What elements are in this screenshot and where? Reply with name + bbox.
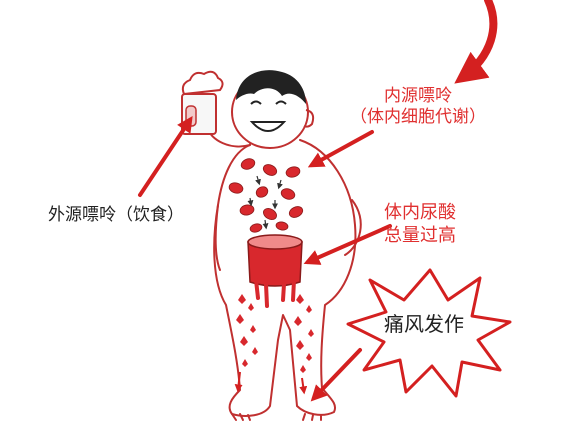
particle-arrows xyxy=(247,175,283,230)
pointer-arrows xyxy=(138,116,392,402)
uric-acid-label: 体内尿酸 总量过高 xyxy=(384,202,456,247)
arrow-gout xyxy=(310,348,362,402)
arrow-exogenous xyxy=(138,116,193,197)
endogenous-subtitle: （体内细胞代谢） xyxy=(350,107,486,128)
left-arm xyxy=(214,204,221,271)
ear xyxy=(303,109,315,128)
curved-arrow xyxy=(454,0,498,84)
endogenous-title: 内源嘌呤 xyxy=(384,86,452,106)
mouth xyxy=(249,121,287,132)
gout-attack-label: 痛风发作 xyxy=(384,312,464,336)
uric-acid-line1: 体内尿酸 xyxy=(384,202,456,223)
endogenous-purine-label: 内源嘌呤 （体内细胞代谢） xyxy=(350,86,486,129)
exogenous-purine-label: 外源嘌呤（饮食） xyxy=(48,205,184,225)
right-arm xyxy=(344,199,362,256)
beer-mug xyxy=(181,70,224,135)
uric-acid-line2: 总量过高 xyxy=(384,224,456,246)
uric-acid-vessel xyxy=(247,234,303,308)
gout-starburst xyxy=(346,268,512,398)
arrow-uric-acid xyxy=(303,224,392,265)
body-outline xyxy=(213,119,357,417)
head xyxy=(231,70,315,149)
leg-arrows xyxy=(234,371,308,395)
purine-particles xyxy=(228,158,304,233)
eye-left xyxy=(250,100,262,105)
arrow-endogenous xyxy=(307,130,374,168)
foot-left-toes xyxy=(231,413,251,421)
hair xyxy=(236,70,306,104)
eye-right xyxy=(275,100,287,105)
uric-acid-drops xyxy=(236,294,314,373)
foot-right-toes xyxy=(302,413,322,421)
